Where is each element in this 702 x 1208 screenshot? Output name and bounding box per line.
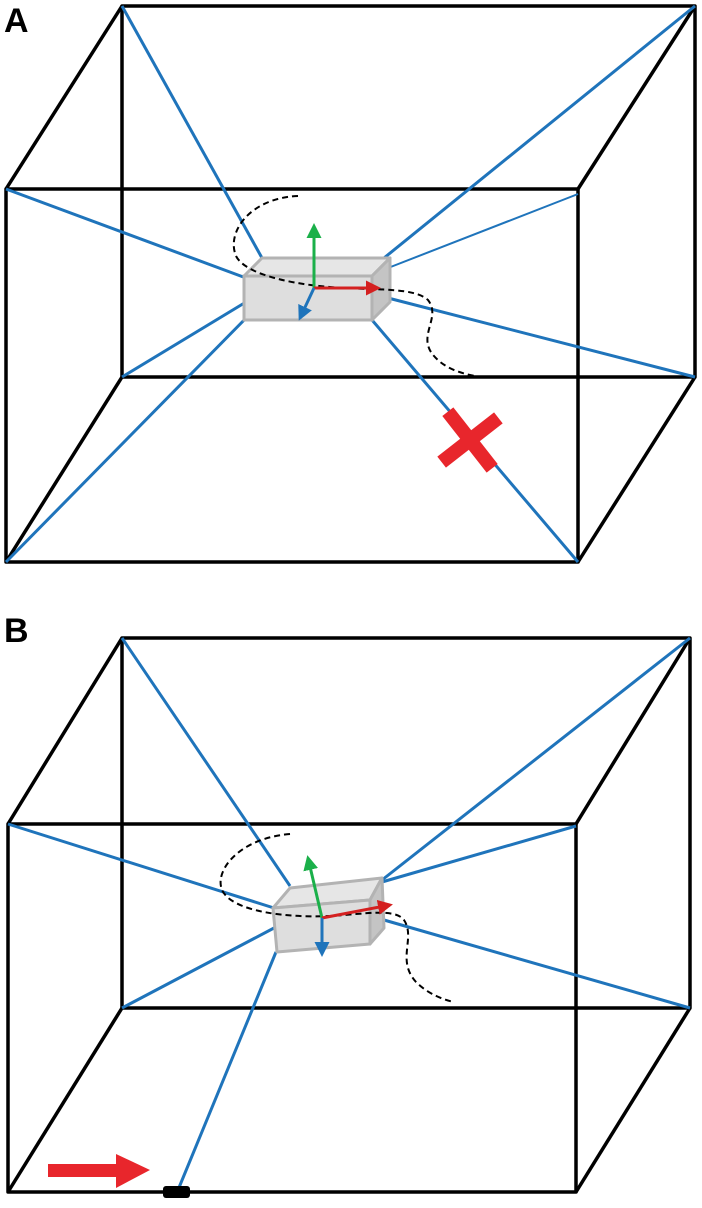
panel-a-cable-1 [120, 5, 264, 259]
panel-b-trajectory [219, 833, 455, 1003]
panel-a-frame-edge-bl [4, 376, 124, 563]
panel-a-effector-top [242, 256, 392, 278]
panel-a-frame-edge-br [576, 376, 697, 563]
panel-a-cable-2 [383, 4, 696, 260]
panel-a-cable-4 [387, 193, 579, 269]
panel-b-frame [6, 636, 692, 1194]
panel-a: A [4, 2, 697, 564]
panel-b-cables [7, 636, 691, 1191]
panel-b-cable-3 [7, 822, 275, 910]
panel-b-axis-x [321, 899, 393, 920]
panel-a-cable-6 [387, 296, 696, 379]
panel-a-frame-edge-tl [4, 5, 124, 190]
panel-a-frame-back-face [120, 4, 697, 379]
panel-b: B [4, 612, 692, 1198]
x-cross-icon [437, 407, 503, 473]
panel-b-cable-4 [381, 824, 577, 884]
panel-a-axes [298, 223, 381, 321]
panel-b-frame-edge-bl [6, 1007, 124, 1193]
panel-b-frame-edge-tl [6, 637, 124, 825]
panel-b-frame-edge-br [574, 1007, 692, 1193]
panel-a-label: A [4, 2, 29, 40]
panel-a-axis-z [298, 287, 316, 321]
panel-b-cable-2 [381, 636, 691, 882]
cable-anchor-icon [163, 1186, 190, 1198]
panel-a-cable-7 [4, 310, 254, 564]
panel-b-cable-5 [121, 926, 275, 1010]
panel-b-axis-y [303, 855, 324, 919]
panel-a-frame-edge-tr [576, 5, 697, 190]
panel-b-frame-edge-tr [574, 637, 692, 825]
panel-b-axes [303, 855, 393, 957]
panel-b-label: B [4, 612, 29, 650]
panel-a-cable-5 [121, 300, 247, 379]
panel-a-cable-3 [5, 187, 247, 280]
panel-b-cable-6 [383, 918, 691, 1010]
panel-b-cable-1 [120, 637, 292, 887]
right-arrow-icon [48, 1154, 150, 1188]
panel-b-cable-7 [176, 951, 278, 1191]
